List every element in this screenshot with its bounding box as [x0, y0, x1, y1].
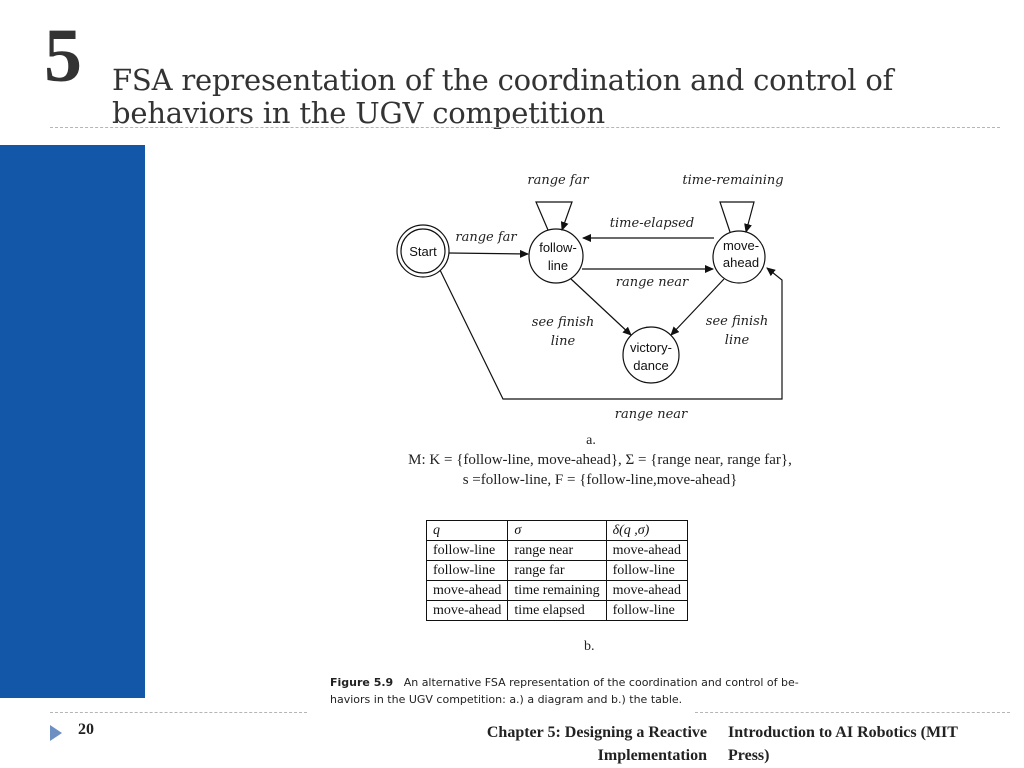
table-cell: move-ahead	[605, 580, 689, 601]
edge-move-self-label: time-remaining	[682, 173, 783, 188]
table-cell: follow-line	[605, 600, 689, 621]
edge-move-to-victory-label-2: line	[725, 333, 750, 348]
table-cell: range near	[507, 540, 607, 561]
footer-triangle-icon	[50, 725, 62, 741]
node-victory-dance-label-2: dance	[633, 358, 668, 373]
table-cell: move-ahead	[605, 540, 689, 561]
edge-move-to-follow-label: time-elapsed	[610, 216, 694, 231]
node-follow-line: follow- line	[528, 228, 584, 284]
sub-label-b: b.	[584, 639, 595, 654]
table-cell: follow-line	[425, 540, 509, 561]
fsa-diagram: Start follow- line move- ahead victory- …	[396, 173, 784, 448]
edge-follow-to-victory-label-1: see finish	[532, 315, 594, 330]
definition-line-2: s =follow-line, F = {follow-line,move-ah…	[462, 472, 738, 488]
caption-figure-label: Figure 5.9	[330, 676, 394, 689]
page-number: 20	[78, 721, 94, 738]
table-cell: time elapsed	[507, 600, 607, 621]
caption-line-1: Figure 5.9 An alternative FSA representa…	[330, 674, 870, 691]
node-move-ahead-label-1: move-	[723, 238, 759, 253]
edge-start-to-move	[439, 267, 783, 400]
caption-text-1: An alternative FSA representation of the…	[403, 676, 799, 689]
slide-title: FSA representation of the coordination a…	[112, 63, 894, 130]
edge-follow-to-victory	[570, 278, 632, 336]
sub-label-a: a.	[586, 433, 596, 448]
node-victory-dance: victory- dance	[622, 326, 680, 384]
figure-5-9: Start follow- line move- ahead victory- …	[320, 140, 880, 710]
node-victory-dance-label-1: victory-	[630, 340, 672, 355]
table-row: move-ahead time elapsed follow-line	[425, 600, 689, 621]
node-move-ahead: move- ahead	[712, 230, 766, 284]
table-cell: move-ahead	[425, 580, 509, 601]
side-accent-bar	[0, 145, 145, 698]
edge-follow-to-move-label: range near	[616, 275, 689, 290]
header-delta: δ(q ,σ)	[605, 520, 689, 541]
caption-text-2: haviors in the UGV competition: a.) a di…	[330, 693, 683, 706]
edge-start-to-move-label: range near	[615, 407, 688, 422]
definition-line-1: M: K = {follow-line, move-ahead}, Σ = {r…	[408, 452, 792, 468]
title-divider	[50, 127, 1000, 128]
figure-caption: Figure 5.9 An alternative FSA representa…	[330, 674, 870, 708]
slide-number: 5	[44, 14, 82, 98]
footer-book: Introduction to AI Robotics (MIT Press)	[728, 724, 958, 764]
edge-move-self-loop	[719, 201, 755, 233]
table-cell: time remaining	[507, 580, 607, 601]
node-start: Start	[396, 224, 450, 278]
edge-start-to-follow-label: range far	[455, 230, 517, 245]
edge-follow-self-loop	[535, 201, 573, 231]
node-follow-line-label-2: line	[548, 258, 568, 273]
table-cell: move-ahead	[425, 600, 509, 621]
edge-move-to-victory-label-1: see finish	[706, 314, 768, 329]
edge-follow-to-victory-label-2: line	[551, 334, 576, 349]
table-cell: range far	[507, 560, 607, 581]
header-q: q	[425, 520, 509, 541]
node-follow-line-label-1: follow-	[539, 240, 577, 255]
header-sigma: σ	[507, 520, 607, 541]
edge-start-to-follow	[448, 249, 529, 258]
transition-table: q σ δ(q ,σ) follow-line range near move-…	[425, 520, 689, 621]
table-cell: follow-line	[425, 560, 509, 581]
table-row: follow-line range far follow-line	[425, 560, 689, 581]
table-cell: follow-line	[605, 560, 689, 581]
edge-follow-self-label: range far	[527, 173, 589, 188]
table-row: follow-line range near move-ahead	[425, 540, 689, 561]
table-header-row: q σ δ(q ,σ)	[425, 520, 689, 541]
table-row: move-ahead time remaining move-ahead	[425, 580, 689, 601]
footer-chapter: Chapter 5: Designing a Reactive Implemen…	[486, 724, 707, 764]
footer-divider-left	[50, 712, 307, 713]
node-start-label: Start	[409, 244, 437, 259]
edge-move-to-victory	[670, 278, 725, 336]
footer-divider-right	[695, 712, 1010, 713]
node-move-ahead-label-2: ahead	[723, 255, 759, 270]
